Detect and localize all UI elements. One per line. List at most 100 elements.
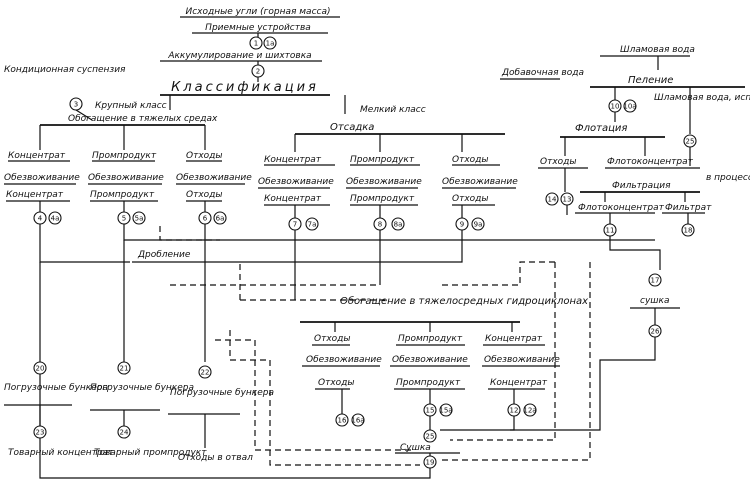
svg-text:Концентрат: Концентрат bbox=[485, 334, 543, 344]
dashed-flow bbox=[440, 262, 591, 461]
svg-text:24: 24 bbox=[120, 429, 129, 437]
svg-text:10а: 10а bbox=[623, 103, 636, 111]
node-3: 3 bbox=[69, 97, 83, 111]
jigging-label: Отсадка bbox=[330, 122, 374, 133]
svg-text:25: 25 bbox=[686, 138, 695, 146]
svg-text:15а: 15а bbox=[439, 407, 452, 415]
flot-concentrate2-label: Флотоконцентрат bbox=[578, 203, 665, 213]
svg-text:17: 17 bbox=[651, 277, 660, 285]
node-2: 2 bbox=[251, 64, 265, 78]
flot-concentrate-label: Флотоконцентрат bbox=[607, 157, 694, 167]
svg-text:16: 16 bbox=[338, 417, 347, 425]
svg-text:4а: 4а bbox=[51, 215, 60, 223]
fine-class-label: Мелкий класс bbox=[360, 105, 426, 115]
svg-text:Концентрат: Концентрат bbox=[264, 194, 322, 204]
svg-text:Промпродукт: Промпродукт bbox=[396, 378, 461, 388]
svg-text:Обезвоживание: Обезвоживание bbox=[258, 177, 334, 187]
node-10: 10 bbox=[608, 99, 622, 113]
flow-line bbox=[440, 416, 515, 431]
node-13: 13 bbox=[560, 192, 574, 206]
hydrocyclones-label: Обогащение в тяжелосредных гидроциклонах bbox=[340, 295, 588, 307]
svg-text:Отходы: Отходы bbox=[318, 378, 355, 388]
flow-line bbox=[380, 230, 463, 263]
coarse-class-label: Крупный класс bbox=[95, 101, 167, 111]
hc-column-tailings: Отходы Обезвоживание Отходы 16 16а bbox=[302, 322, 382, 427]
node-10a: 10а bbox=[623, 99, 637, 113]
svg-text:18: 18 bbox=[684, 227, 693, 235]
filtrate-label: Фильтрат bbox=[665, 203, 712, 213]
node-20: 20 bbox=[33, 361, 47, 375]
svg-text:2: 2 bbox=[256, 68, 260, 76]
svg-text:13: 13 bbox=[563, 196, 572, 204]
svg-text:1а: 1а bbox=[266, 40, 275, 48]
hydrocyclones-text: Обогащение в тяжелосредных гидроциклонах bbox=[340, 295, 588, 307]
hc-column-middlings: Промпродукт Обезвоживание Промпродукт 15… bbox=[390, 322, 470, 417]
hc-column-concentrate: Концентрат Обезвоживание Концентрат 12 1… bbox=[482, 322, 560, 417]
load-bunker1-label: Погрузочные бункера bbox=[4, 383, 108, 393]
classification-label: Классификация bbox=[171, 80, 319, 95]
dense-media-label: Обогащение в тяжелых средах bbox=[68, 114, 218, 124]
accumulation-label: Аккумулирование и шихтовка bbox=[167, 51, 311, 61]
svg-text:Обезвоживание: Обезвоживание bbox=[484, 355, 560, 365]
svg-text:Концентрат: Концентрат bbox=[490, 378, 548, 388]
svg-text:Промпродукт: Промпродукт bbox=[90, 190, 155, 200]
node-11: 11 bbox=[603, 223, 617, 237]
jig-column-concentrate: Концентрат Обезвоживание Концентрат 7 7а bbox=[258, 134, 335, 231]
jig-column-middlings: Промпродукт Обезвоживание Промпродукт 8 … bbox=[346, 134, 422, 231]
dashed-flow bbox=[440, 261, 555, 286]
suspension-label: Кондиционная суспензия bbox=[4, 65, 126, 75]
svg-text:Обезвоживание: Обезвоживание bbox=[346, 177, 422, 187]
svg-text:7: 7 bbox=[293, 221, 297, 229]
dashed-flow bbox=[215, 339, 415, 451]
dm-column-concentrate: Концентрат Обезвоживание Концентрат 4 4а bbox=[4, 125, 80, 225]
svg-text:Обезвоживание: Обезвоживание bbox=[442, 177, 518, 187]
sludge-water-label: Шламовая вода bbox=[620, 45, 695, 55]
filtration-label: Фильтрация bbox=[612, 181, 671, 191]
node-24: 24 bbox=[117, 425, 131, 439]
svg-text:15: 15 bbox=[426, 407, 435, 415]
svg-text:21: 21 bbox=[120, 365, 129, 373]
flot-tailings-label: Отходы bbox=[540, 157, 577, 167]
svg-text:8а: 8а bbox=[394, 221, 403, 229]
svg-text:Обезвоживание: Обезвоживание bbox=[392, 355, 468, 365]
svg-text:10: 10 bbox=[611, 103, 620, 111]
svg-text:12: 12 bbox=[510, 407, 519, 415]
jig-column-tailings: Отходы Обезвоживание Отходы 9 9а bbox=[442, 134, 518, 231]
thickening-label: Пеление bbox=[628, 75, 673, 86]
flotation-label: Флотация bbox=[575, 123, 627, 134]
node-25-bottom: 25 bbox=[423, 429, 437, 443]
svg-text:Отходы: Отходы bbox=[186, 190, 223, 200]
svg-text:14: 14 bbox=[548, 196, 557, 204]
node-21: 21 bbox=[117, 361, 131, 375]
svg-text:9: 9 bbox=[460, 221, 464, 229]
svg-text:5а: 5а bbox=[135, 215, 144, 223]
to-process-label: в процесс bbox=[706, 173, 750, 183]
svg-text:6а: 6а bbox=[216, 215, 225, 223]
flow-line bbox=[123, 224, 600, 241]
svg-text:3: 3 bbox=[74, 101, 78, 109]
node-19: 19 bbox=[423, 455, 437, 469]
node-26: 26 bbox=[648, 324, 662, 338]
node-17: 17 bbox=[648, 273, 662, 287]
drying-bottom-label: Сушка bbox=[400, 443, 431, 453]
svg-text:22: 22 bbox=[201, 369, 210, 377]
svg-text:Обезвоживание: Обезвоживание bbox=[176, 173, 252, 183]
svg-text:26: 26 bbox=[651, 328, 660, 336]
svg-text:Промпродукт: Промпродукт bbox=[350, 194, 415, 204]
node-1a: 1а bbox=[263, 36, 277, 50]
node-22: 22 bbox=[198, 365, 212, 379]
load-bunker2-label: Погрузочные бункера bbox=[90, 383, 194, 393]
node-1: 1 bbox=[249, 36, 263, 50]
svg-text:23: 23 bbox=[36, 429, 45, 437]
svg-text:Концентрат: Концентрат bbox=[8, 151, 66, 161]
flow-line bbox=[75, 109, 93, 121]
commodity-concentrate-label: Товарный концентрат bbox=[8, 448, 114, 458]
svg-text:4: 4 bbox=[38, 215, 43, 223]
svg-text:Отходы: Отходы bbox=[452, 194, 489, 204]
svg-text:12а: 12а bbox=[523, 407, 536, 415]
svg-text:8: 8 bbox=[378, 221, 382, 229]
source-coal-label: Исходные угли (горная масса) bbox=[185, 7, 330, 17]
svg-text:Обезвоживание: Обезвоживание bbox=[88, 173, 164, 183]
svg-text:6: 6 bbox=[203, 215, 208, 223]
svg-text:25: 25 bbox=[426, 433, 435, 441]
